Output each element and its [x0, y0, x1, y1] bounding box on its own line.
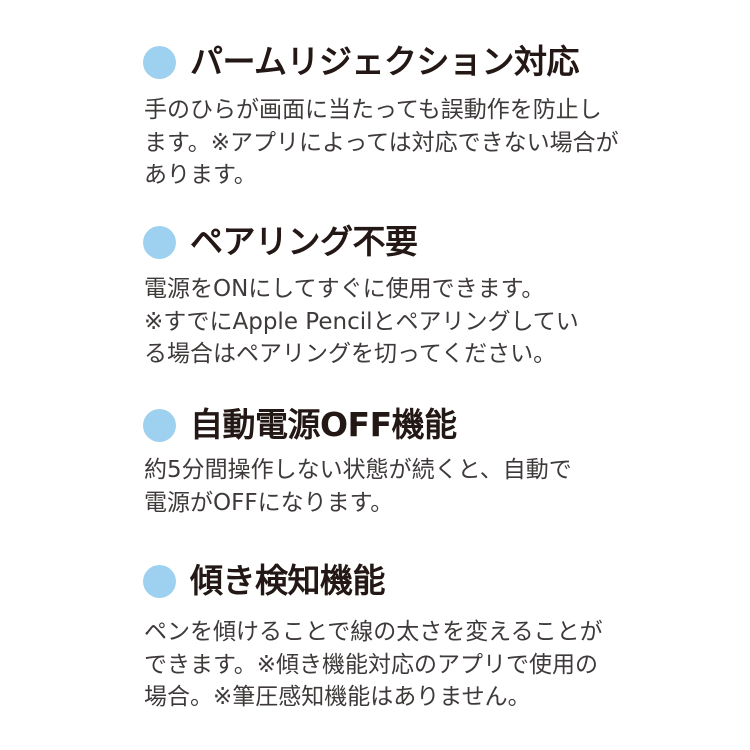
circle-bullet-icon [143, 45, 176, 79]
description-line: 電源がOFFになります。 [144, 489, 394, 516]
feature-description: 電源をONにしてすぐに使用できます。 ※すでにApple Pencilとペアリン… [144, 273, 644, 371]
feature-heading-row: 自動電源OFF機能 [143, 405, 457, 445]
description-line: 約5分間操作しない状態が続くと、自動で [144, 457, 572, 483]
description-line: る場合はペアリングを切ってください。 [144, 341, 557, 367]
description-line: ます。※アプリによっては対応できない場合が [144, 129, 619, 156]
feature-heading-row: パームリジェクション対応 [143, 42, 580, 82]
description-line: 場合。※筆圧感知機能はありません。 [144, 684, 531, 710]
feature-description: 手のひらが画面に当たっても誤動作を防止し ます。※アプリによっては対応できない場… [144, 94, 644, 192]
feature-title: 傾き検知機能 [190, 561, 386, 600]
feature-description: 約5分間操作しない状態が続くと、自動で 電源がOFFになります。 [144, 454, 644, 519]
circle-bullet-icon [143, 225, 176, 259]
description-line: ※すでにApple Pencilとペアリングしてい [144, 308, 579, 335]
description-line: ペンを傾けることで線の太さを変えることが [144, 619, 603, 645]
description-line: できます。※傾き機能対応のアプリで使用の [144, 651, 598, 678]
feature-heading-row: ペアリング不要 [143, 222, 418, 262]
circle-bullet-icon [143, 408, 176, 442]
feature-title: パームリジェクション対応 [190, 42, 580, 81]
circle-bullet-icon [143, 564, 176, 598]
feature-title: ペアリング不要 [190, 222, 418, 261]
feature-description: ペンを傾けることで線の太さを変えることが できます。※傾き機能対応のアプリで使用… [144, 616, 644, 714]
feature-title: 自動電源OFF機能 [190, 405, 457, 444]
description-line: 電源をONにしてすぐに使用できます。 [144, 276, 545, 302]
description-line: あります。 [144, 162, 257, 188]
feature-heading-row: 傾き検知機能 [143, 561, 386, 601]
description-line: 手のひらが画面に当たっても誤動作を防止し [144, 97, 602, 123]
